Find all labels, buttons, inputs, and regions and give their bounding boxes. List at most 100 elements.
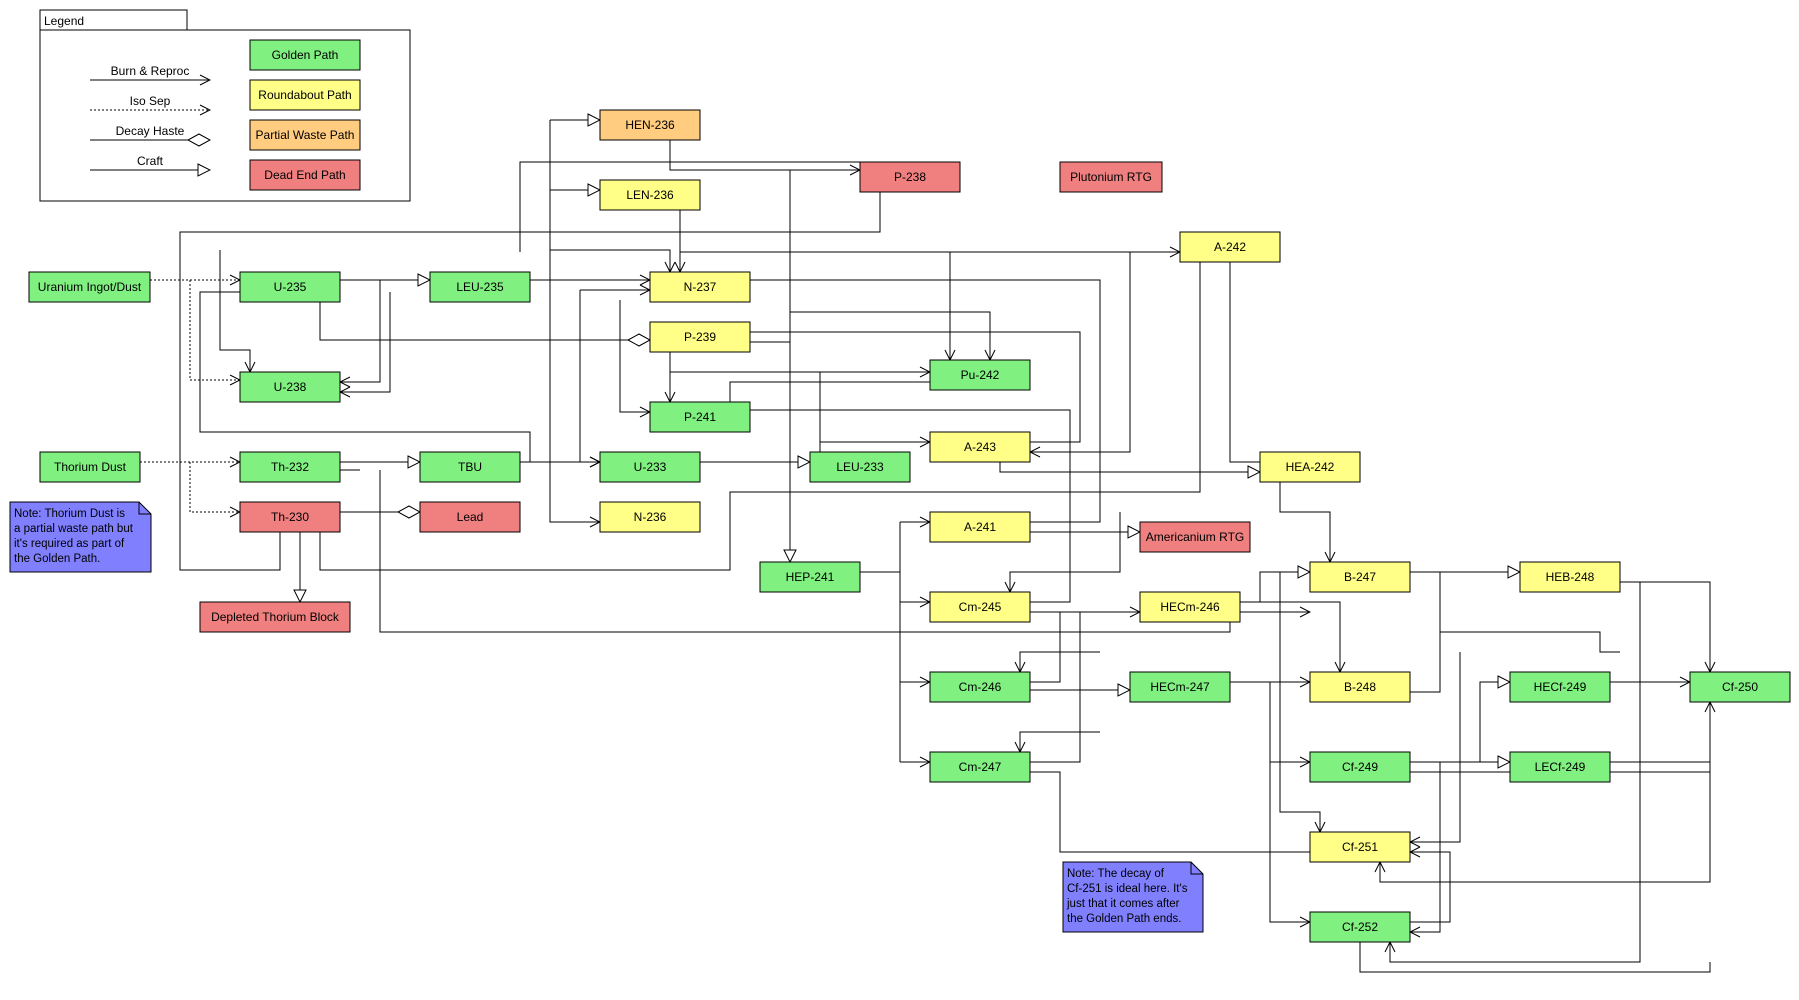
node-hecm246-label: HECm-246: [1160, 600, 1220, 614]
node-p241-box: [649, 401, 751, 433]
note-layer: Note: Thorium Dust isa partial waste pat…: [9, 501, 1204, 933]
node-n237: N-237: [649, 271, 751, 303]
node-cf252-box: [1309, 911, 1411, 943]
node-b248: B-248: [1309, 671, 1411, 703]
node-lead: Lead: [419, 501, 521, 533]
edge-80: [1359, 942, 1711, 973]
node-prtg-box: [1059, 161, 1163, 193]
edge-57: [1030, 612, 1081, 763]
edge-65: [1259, 572, 1310, 602]
node-p238-label: P-238: [894, 170, 926, 184]
node-uranium: Uranium Ingot/Dust: [28, 271, 151, 303]
node-th230-label: Th-230: [271, 510, 309, 524]
node-p239-label: P-239: [684, 330, 716, 344]
node-hep241: HEP-241: [759, 561, 861, 593]
note-thorium: Note: Thorium Dust isa partial waste pat…: [9, 501, 152, 573]
edge-34: [729, 381, 930, 402]
edge-8: [340, 292, 391, 392]
node-u235: U-235: [239, 271, 341, 303]
node-th232: Th-232: [239, 451, 341, 483]
node-th230-box: [239, 501, 341, 533]
node-leu233-box: [809, 451, 911, 483]
legend-category-label: Roundabout Path: [258, 88, 351, 102]
node-hecm247-box: [1129, 671, 1231, 703]
node-lecf249-label: LECf-249: [1535, 760, 1586, 774]
edge-56: [1030, 612, 1061, 683]
edge-23: [519, 161, 860, 252]
node-lecf249-box: [1509, 751, 1611, 783]
edge-35: [790, 311, 990, 360]
node-n236: N-236: [599, 501, 701, 533]
node-p239: P-239: [649, 321, 751, 353]
edge-69: [1269, 682, 1310, 762]
node-a242-label: A-242: [1214, 240, 1246, 254]
node-cm247: Cm-247: [929, 751, 1031, 783]
note-cf251-line: the Golden Path ends.: [1067, 913, 1181, 925]
node-b247-label: B-247: [1344, 570, 1376, 584]
note-thorium-fold: [138, 502, 151, 515]
node-hecf249-box: [1509, 671, 1611, 703]
node-cf250-box: [1689, 671, 1791, 703]
node-uranium-box: [28, 271, 151, 303]
node-hea242: HEA-242: [1259, 451, 1361, 483]
note-cf251-line: Note: The decay of: [1067, 868, 1165, 880]
node-leu235: LEU-235: [429, 271, 531, 303]
edge-74: [1620, 581, 1710, 672]
node-thdust: Thorium Dust: [39, 451, 141, 483]
node-a242-box: [1179, 231, 1281, 263]
node-hecm247-label: HECm-247: [1150, 680, 1210, 694]
node-hecm246-box: [1139, 591, 1241, 623]
node-amrtg-box: [1139, 521, 1251, 553]
edge-27: [750, 332, 1081, 443]
node-a241-box: [929, 511, 1031, 543]
node-lead-box: [419, 501, 521, 533]
node-cm245-box: [929, 591, 1031, 623]
node-cf251-label: Cf-251: [1342, 840, 1378, 854]
edge-67: [1410, 572, 1441, 693]
node-len236: LEN-236: [599, 179, 701, 211]
node-u233-label: U-233: [634, 460, 667, 474]
edge-60: [1020, 731, 1100, 752]
legend-swatch-0: [249, 39, 361, 71]
edge-44: [1030, 252, 1131, 452]
node-a242: A-242: [1179, 231, 1281, 263]
node-a243: A-243: [929, 431, 1031, 463]
node-thdust-box: [39, 451, 141, 483]
node-lead-label: Lead: [457, 510, 484, 524]
note-cf251-shape: [1062, 861, 1204, 933]
node-b248-box: [1309, 671, 1411, 703]
node-amrtg: Americanium RTG: [1139, 521, 1251, 553]
note-thorium-line: the Golden Path.: [14, 553, 100, 565]
node-cf251-box: [1309, 831, 1411, 863]
edge-70: [1269, 682, 1310, 922]
node-cm246-label: Cm-246: [959, 680, 1002, 694]
node-leu235-box: [429, 271, 531, 303]
note-thorium-shape: [9, 501, 152, 573]
node-len236-label: LEN-236: [626, 188, 674, 202]
edge-77: [1440, 631, 1620, 653]
edge-43: [999, 462, 1260, 472]
edge-61: [1030, 772, 1310, 853]
node-hecf249: HECf-249: [1509, 671, 1611, 703]
edge-7: [319, 302, 650, 340]
edge-1: [150, 279, 240, 380]
node-hep241-box: [759, 561, 861, 593]
note-thorium-line: it's required as part of: [14, 538, 125, 550]
node-len236-box: [599, 179, 701, 211]
edge-3: [189, 462, 240, 512]
node-leu235-label: LEU-235: [456, 280, 504, 294]
legend-category-label: Golden Path: [272, 48, 339, 62]
edge-59: [1020, 651, 1100, 672]
node-cf252: Cf-252: [1309, 911, 1411, 943]
edge-17: [179, 192, 881, 571]
node-u238-label: U-238: [274, 380, 307, 394]
node-depleted-box: [199, 601, 351, 633]
node-heb248: HEB-248: [1519, 561, 1621, 593]
legend-swatch-3: [249, 159, 361, 191]
node-hecm246: HECm-246: [1139, 591, 1241, 623]
node-cm246: Cm-246: [929, 671, 1031, 703]
edge-14: [379, 470, 1231, 633]
node-hea242-box: [1259, 451, 1361, 483]
